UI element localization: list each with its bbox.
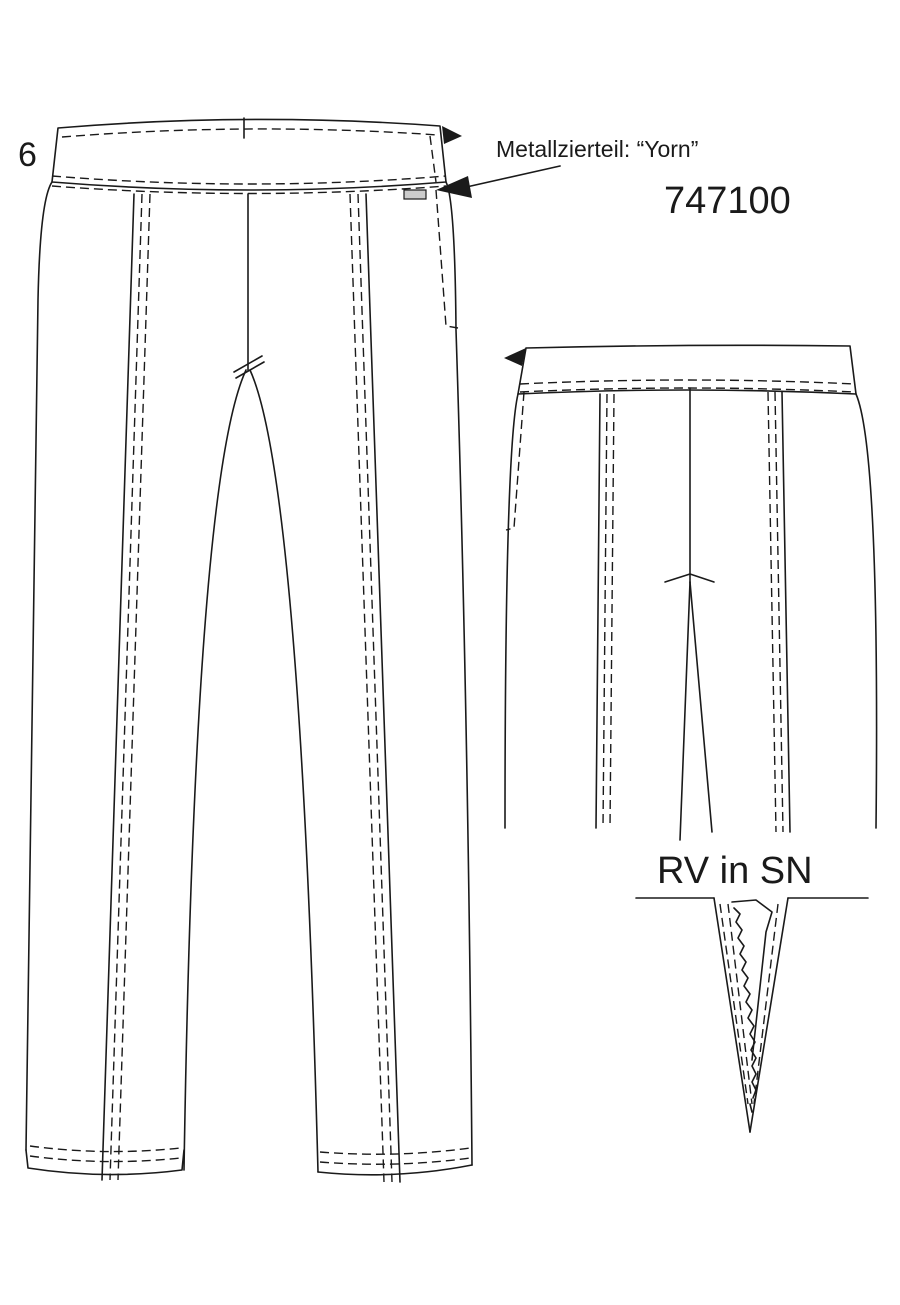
front-waist-seam-stitch-1 (51, 175, 447, 185)
trim-callout-label: Metallzierteil: “Yorn” (496, 136, 699, 162)
back-left-panel-stitch-1 (602, 393, 608, 829)
front-waist-seam-stitch-2 (51, 185, 447, 195)
back-view-trousers (504, 344, 878, 841)
zip-detail-label: RV in SN (657, 850, 813, 892)
back-left-outseam (504, 393, 519, 829)
front-left-panel-stitch-2 (117, 193, 151, 1181)
back-left-panel-seam (595, 393, 601, 829)
front-left-inseam (183, 369, 247, 1171)
front-left-panel-seam (101, 193, 135, 1181)
back-waist-stitch-1 (519, 379, 855, 385)
front-left-hem-stitch-1 (29, 1145, 181, 1153)
front-band-side-stitch (429, 135, 437, 183)
front-pocket-stitch (435, 189, 459, 329)
front-crotch-tick-1 (233, 355, 263, 373)
back-right-panel-seam (781, 391, 791, 833)
back-waistband (517, 344, 857, 395)
zip-teeth (733, 907, 757, 1099)
front-left-hem (25, 1149, 185, 1176)
back-right-panel-stitch-2 (767, 391, 777, 833)
metal-trim-piece (403, 189, 427, 200)
zip-detail (635, 897, 869, 1133)
front-right-hem (317, 1164, 473, 1176)
callout-arrow (436, 165, 561, 198)
back-waist-stitch-2 (519, 387, 855, 393)
back-right-outseam (855, 393, 878, 829)
front-view-trousers (25, 117, 473, 1183)
zip-left-stitch-2 (727, 903, 753, 1105)
zip-left-seam (713, 897, 751, 1133)
zip-right-stitch (753, 903, 779, 1105)
front-right-outseam (445, 181, 473, 1166)
back-left-panel-stitch-2 (609, 393, 615, 829)
back-crotch-point (664, 573, 715, 583)
front-crotch-tick-2 (235, 361, 265, 379)
front-waist-arrow (442, 126, 462, 144)
zip-pull-tab (731, 899, 773, 1061)
front-right-hem-stitch-1 (319, 1147, 471, 1155)
front-right-panel-seam (365, 193, 401, 1183)
front-right-inseam (249, 369, 319, 1173)
front-right-panel-stitch-2 (349, 193, 385, 1183)
size-label: 6 (18, 136, 37, 174)
zip-left-stitch-1 (719, 903, 749, 1105)
front-right-hem-stitch-2 (319, 1157, 471, 1165)
article-number: 747100 (664, 180, 791, 222)
back-right-panel-stitch-1 (774, 391, 784, 833)
front-left-outseam (25, 181, 53, 1151)
front-right-panel-stitch-1 (357, 193, 393, 1183)
front-left-hem-stitch-2 (29, 1155, 181, 1163)
zip-right-seam (749, 897, 789, 1133)
back-left-inseam (679, 581, 691, 841)
zip-end-stop (749, 1103, 753, 1113)
back-right-inseam (689, 581, 713, 833)
back-waist-arrow (504, 348, 526, 366)
front-waistband-topstitch (61, 128, 439, 138)
front-left-panel-stitch-1 (109, 193, 143, 1181)
